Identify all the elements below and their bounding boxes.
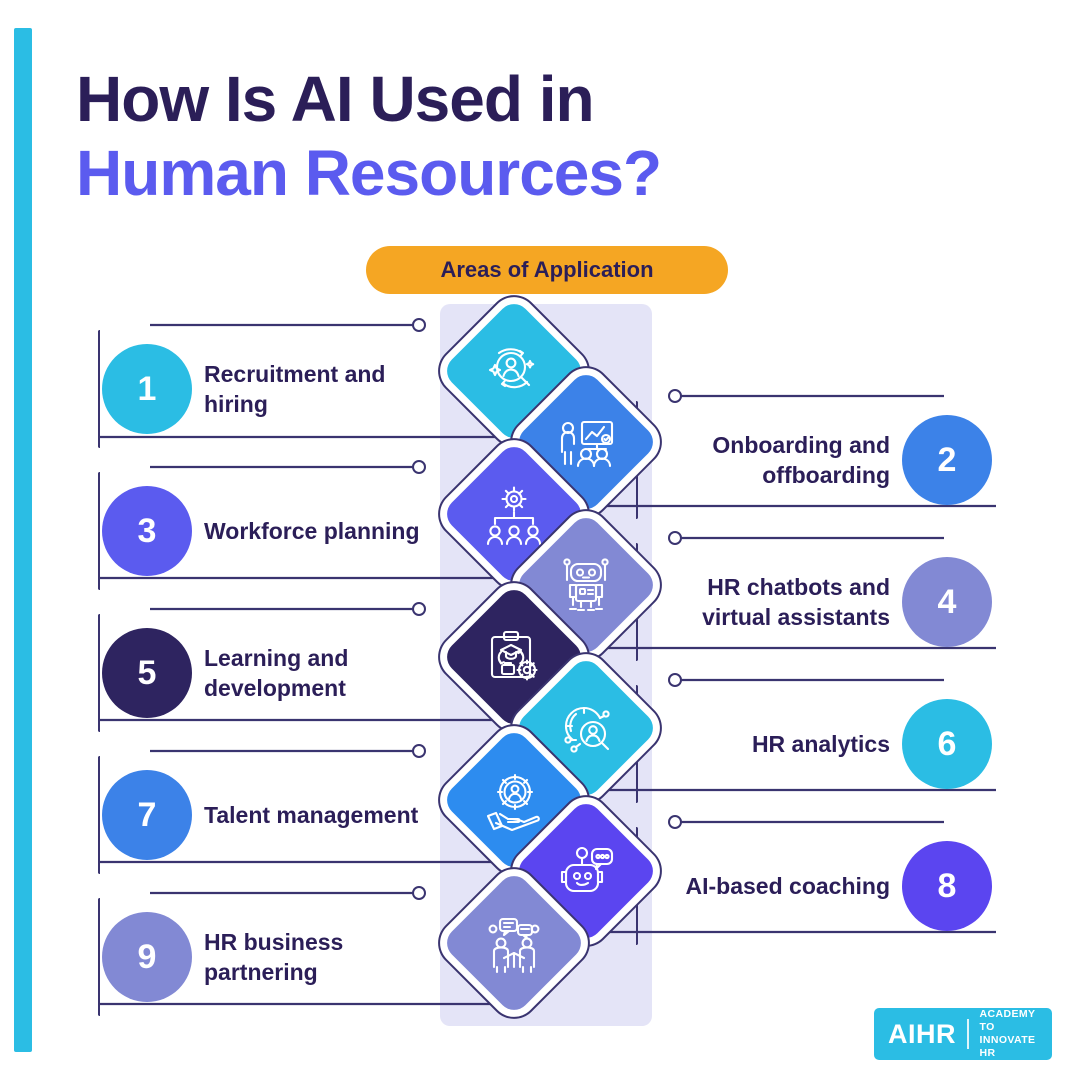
- connector-endpoint: [412, 744, 426, 758]
- item-number: 1: [137, 369, 157, 408]
- chatbot-coach-icon: [512, 797, 660, 945]
- meeting-discussion-icon: [440, 869, 588, 1017]
- robot-icon: [512, 511, 660, 659]
- connector-endpoint: [412, 602, 426, 616]
- connector-endpoint: [412, 318, 426, 332]
- item-label: Talent management: [204, 802, 419, 828]
- item-capsule: [98, 614, 100, 732]
- logo-tagline-line1: ACADEMY TO: [979, 1008, 1036, 1033]
- item-number: 7: [137, 795, 157, 834]
- list-item: 8 AI-based coaching: [636, 827, 996, 945]
- item-number: 4: [937, 582, 957, 621]
- connector-endpoint: [412, 886, 426, 900]
- list-item: 7 Talent management: [98, 756, 458, 874]
- item-number: 8: [937, 866, 957, 905]
- areas-of-application-badge: Areas of Application: [366, 246, 728, 294]
- item-number-badge: 6: [902, 699, 992, 789]
- training-presentation-icon: [512, 368, 660, 516]
- item-number: 9: [137, 937, 157, 976]
- connector-endpoint: [668, 673, 682, 687]
- item-label: Workforce planning: [204, 518, 420, 544]
- candidate-search-icon: [440, 297, 588, 445]
- left-accent-bar: [14, 28, 32, 1052]
- logo-divider: [967, 1019, 969, 1049]
- list-item: 1 Recruitment and hiring: [98, 330, 458, 448]
- aihr-logo: AIHR ACADEMY TO INNOVATE HR: [874, 1008, 1052, 1060]
- analytics-network-icon: [512, 654, 660, 802]
- item-number-badge: 1: [102, 344, 192, 434]
- item-number: 6: [937, 724, 957, 763]
- logo-wordmark: AIHR: [888, 1018, 956, 1049]
- item-number: 2: [937, 440, 957, 479]
- item-label: HR chatbots and virtual assistants: [702, 574, 890, 630]
- item-label: Recruitment and hiring: [204, 361, 386, 417]
- item-label: Onboarding and offboarding: [712, 432, 890, 488]
- page-title: How Is AI Used in Human Resources?: [76, 62, 836, 210]
- item-capsule: [98, 330, 100, 448]
- item-number-badge: 3: [102, 486, 192, 576]
- item-number-badge: 4: [902, 557, 992, 647]
- item-number-badge: 2: [902, 415, 992, 505]
- item-number: 5: [137, 653, 157, 692]
- item-capsule: [98, 898, 100, 1016]
- list-item: 9 HR business partnering: [98, 898, 458, 1016]
- connector-endpoint: [668, 531, 682, 545]
- list-item: 4 HR chatbots and virtual assistants: [636, 543, 996, 661]
- connector-endpoint: [668, 815, 682, 829]
- title-line-2: Human Resources?: [76, 137, 662, 209]
- list-item: 3 Workforce planning: [98, 472, 458, 590]
- item-number-badge: 9: [102, 912, 192, 1002]
- connector-endpoint: [412, 460, 426, 474]
- item-capsule: [98, 756, 100, 874]
- item-capsule: [98, 472, 100, 590]
- list-item: 6 HR analytics: [636, 685, 996, 803]
- item-label: HR business partnering: [204, 929, 344, 985]
- title-line-1: How Is AI Used in: [76, 63, 595, 135]
- item-number-badge: 5: [102, 628, 192, 718]
- item-number-badge: 8: [902, 841, 992, 931]
- item-label: AI-based coaching: [685, 873, 890, 899]
- list-item: 5 Learning and development: [98, 614, 458, 732]
- talent-hand-gear-icon: [440, 726, 588, 874]
- item-label: Learning and development: [204, 645, 349, 701]
- learning-clipboard-icon: [440, 583, 588, 731]
- item-number: 3: [137, 511, 157, 550]
- connector-endpoint: [668, 389, 682, 403]
- item-number-badge: 7: [102, 770, 192, 860]
- badge-label: Areas of Application: [440, 257, 654, 282]
- list-item: 2 Onboarding and offboarding: [636, 401, 996, 519]
- team-gear-icon: [440, 440, 588, 588]
- logo-tagline-line2: INNOVATE HR: [979, 1034, 1036, 1059]
- logo-tagline: ACADEMY TO INNOVATE HR: [980, 1008, 1038, 1060]
- item-label: HR analytics: [751, 731, 890, 757]
